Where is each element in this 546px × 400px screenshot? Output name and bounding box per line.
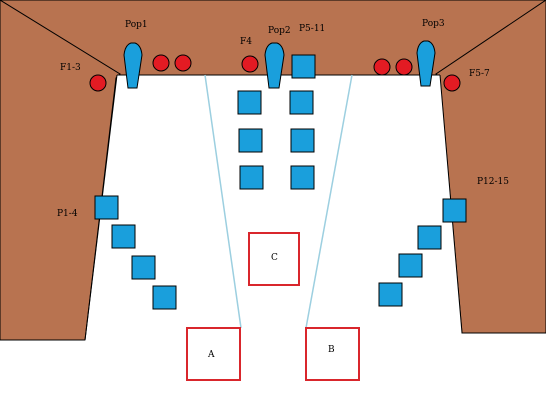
paper-target-p8 [238,128,263,153]
bottom-floor [0,341,546,400]
paper-target-p1 [94,195,119,220]
label-p1-4: P1-4 [57,209,78,219]
flag-f5 [373,58,391,76]
paper-target-p7 [289,90,314,115]
label-f5-7: F5-7 [469,69,490,79]
inner-floor [86,76,461,340]
label-p12-15: P12-15 [477,177,509,187]
paper-target-p12 [442,198,467,223]
paper-target-p9 [290,128,315,153]
label-zone-a: A [207,350,215,360]
label-f4: F4 [240,37,252,47]
popper-2 [264,42,285,89]
paper-target-p4 [152,285,177,310]
fault-line-right [305,74,353,329]
flag-f7 [443,74,461,92]
shooting-zone-c [248,232,300,286]
flag-f4 [241,55,259,73]
label-pop3: Pop3 [422,19,445,29]
label-pop1: Pop1 [125,20,148,30]
label-zone-c: C [271,253,278,263]
paper-target-p2 [111,224,136,249]
label-zone-b: B [328,345,335,355]
paper-target-p3 [131,255,156,280]
paper-target-p6 [237,90,262,115]
label-f1-3: F1-3 [60,63,81,73]
fault-line-left [204,74,242,329]
popper-3 [416,40,436,87]
flag-f1 [89,74,107,92]
shooting-zone-b [305,327,360,381]
popper-1 [123,42,143,89]
paper-target-p5 [291,54,316,79]
paper-target-p13 [417,225,442,250]
flag-f6 [395,58,413,76]
label-p5-11: P5-11 [299,24,325,34]
label-pop2: Pop2 [268,26,291,36]
paper-target-p11 [290,165,315,190]
flag-f3 [174,54,192,72]
paper-target-p15 [378,282,403,307]
paper-target-p14 [398,253,423,278]
paper-target-p10 [239,165,264,190]
flag-f2 [152,54,170,72]
shooting-zone-a [186,327,241,381]
